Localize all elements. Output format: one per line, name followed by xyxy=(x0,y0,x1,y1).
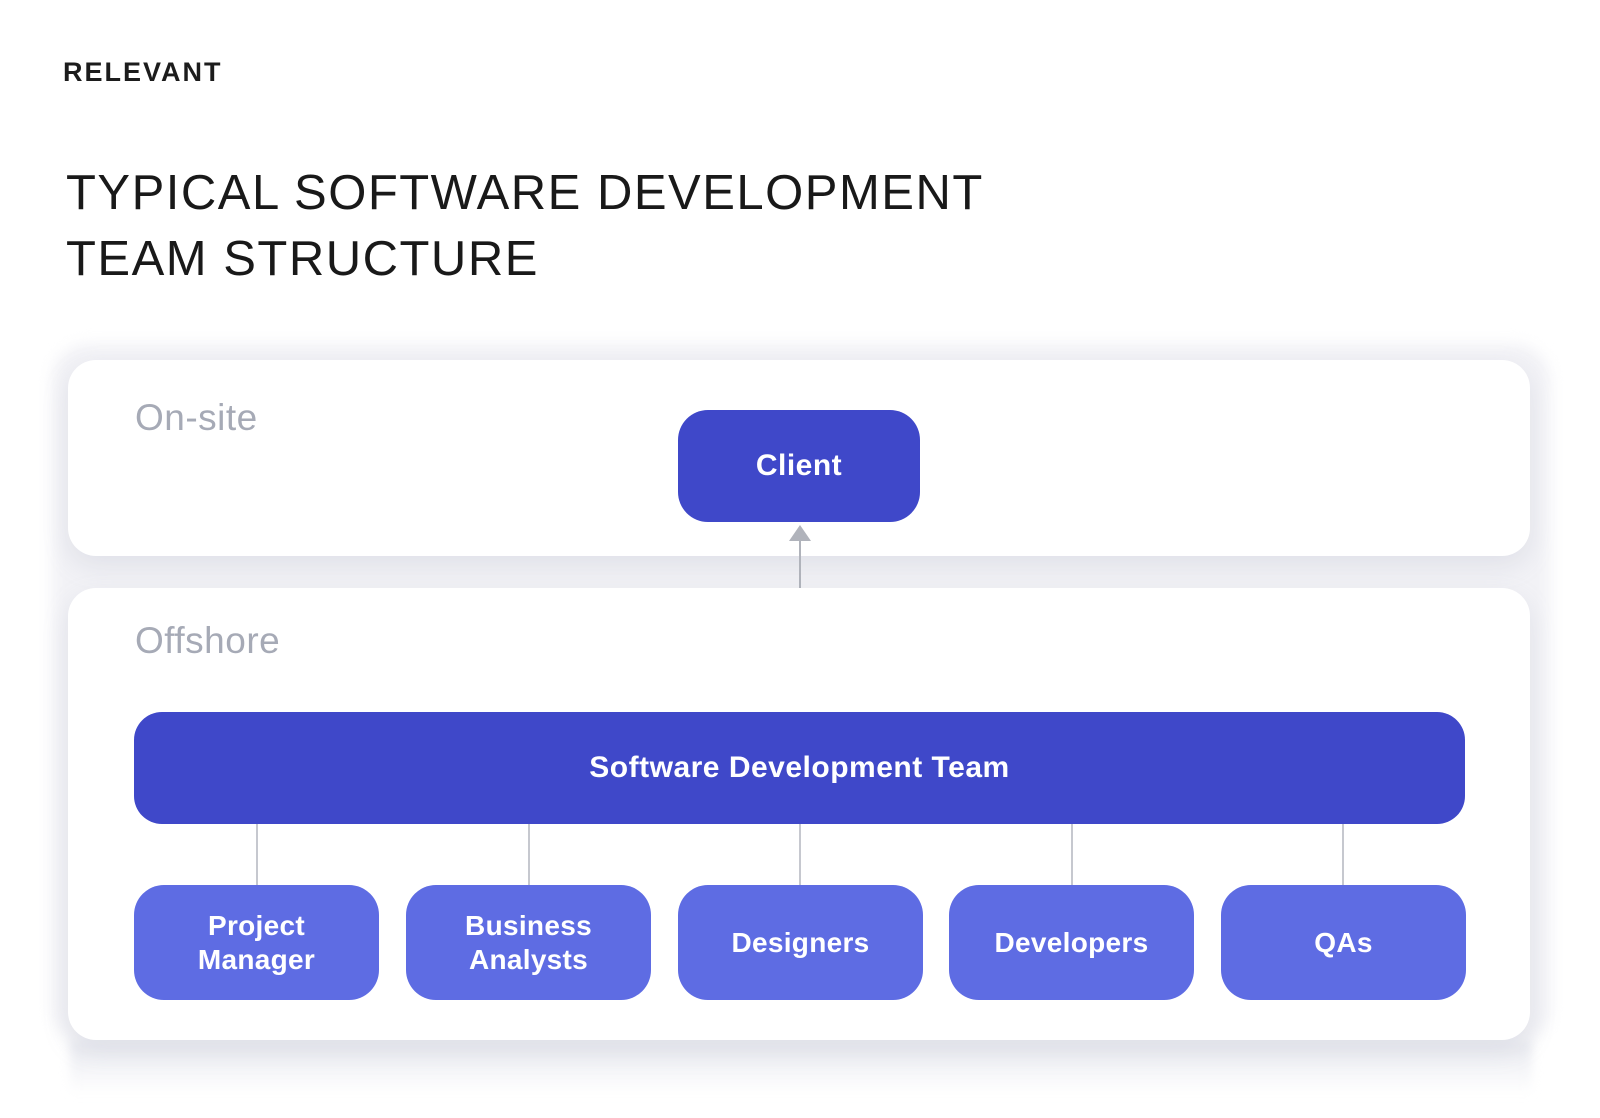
child-node-project-manager: Project Manager xyxy=(134,885,379,1000)
page-title-line2: TEAM STRUCTURE xyxy=(66,232,539,286)
team-node: Software Development Team xyxy=(134,712,1465,824)
offshore-label: Offshore xyxy=(135,620,280,662)
page-title-line1: TYPICAL SOFTWARE DEVELOPMENT xyxy=(66,166,984,220)
offshore-panel: Offshore Software Development Team Proje… xyxy=(68,588,1530,1040)
child-node-business-analysts: Business Analysts xyxy=(406,885,651,1000)
child-node-qas: QAs xyxy=(1221,885,1466,1000)
connector-line xyxy=(1342,824,1344,886)
connector-line xyxy=(1071,824,1073,886)
child-node-designers: Designers xyxy=(678,885,923,1000)
relevant-logo: RELEVANT xyxy=(63,57,223,88)
connector-line xyxy=(256,824,258,886)
onsite-label: On-site xyxy=(135,397,258,439)
bottom-shadow-fade xyxy=(70,1040,1532,1095)
page-title: TYPICAL SOFTWARE DEVELOPMENT TEAM STRUCT… xyxy=(66,160,984,292)
connector-line xyxy=(799,824,801,886)
client-node: Client xyxy=(678,410,920,522)
connector-line xyxy=(528,824,530,886)
child-node-developers: Developers xyxy=(949,885,1194,1000)
